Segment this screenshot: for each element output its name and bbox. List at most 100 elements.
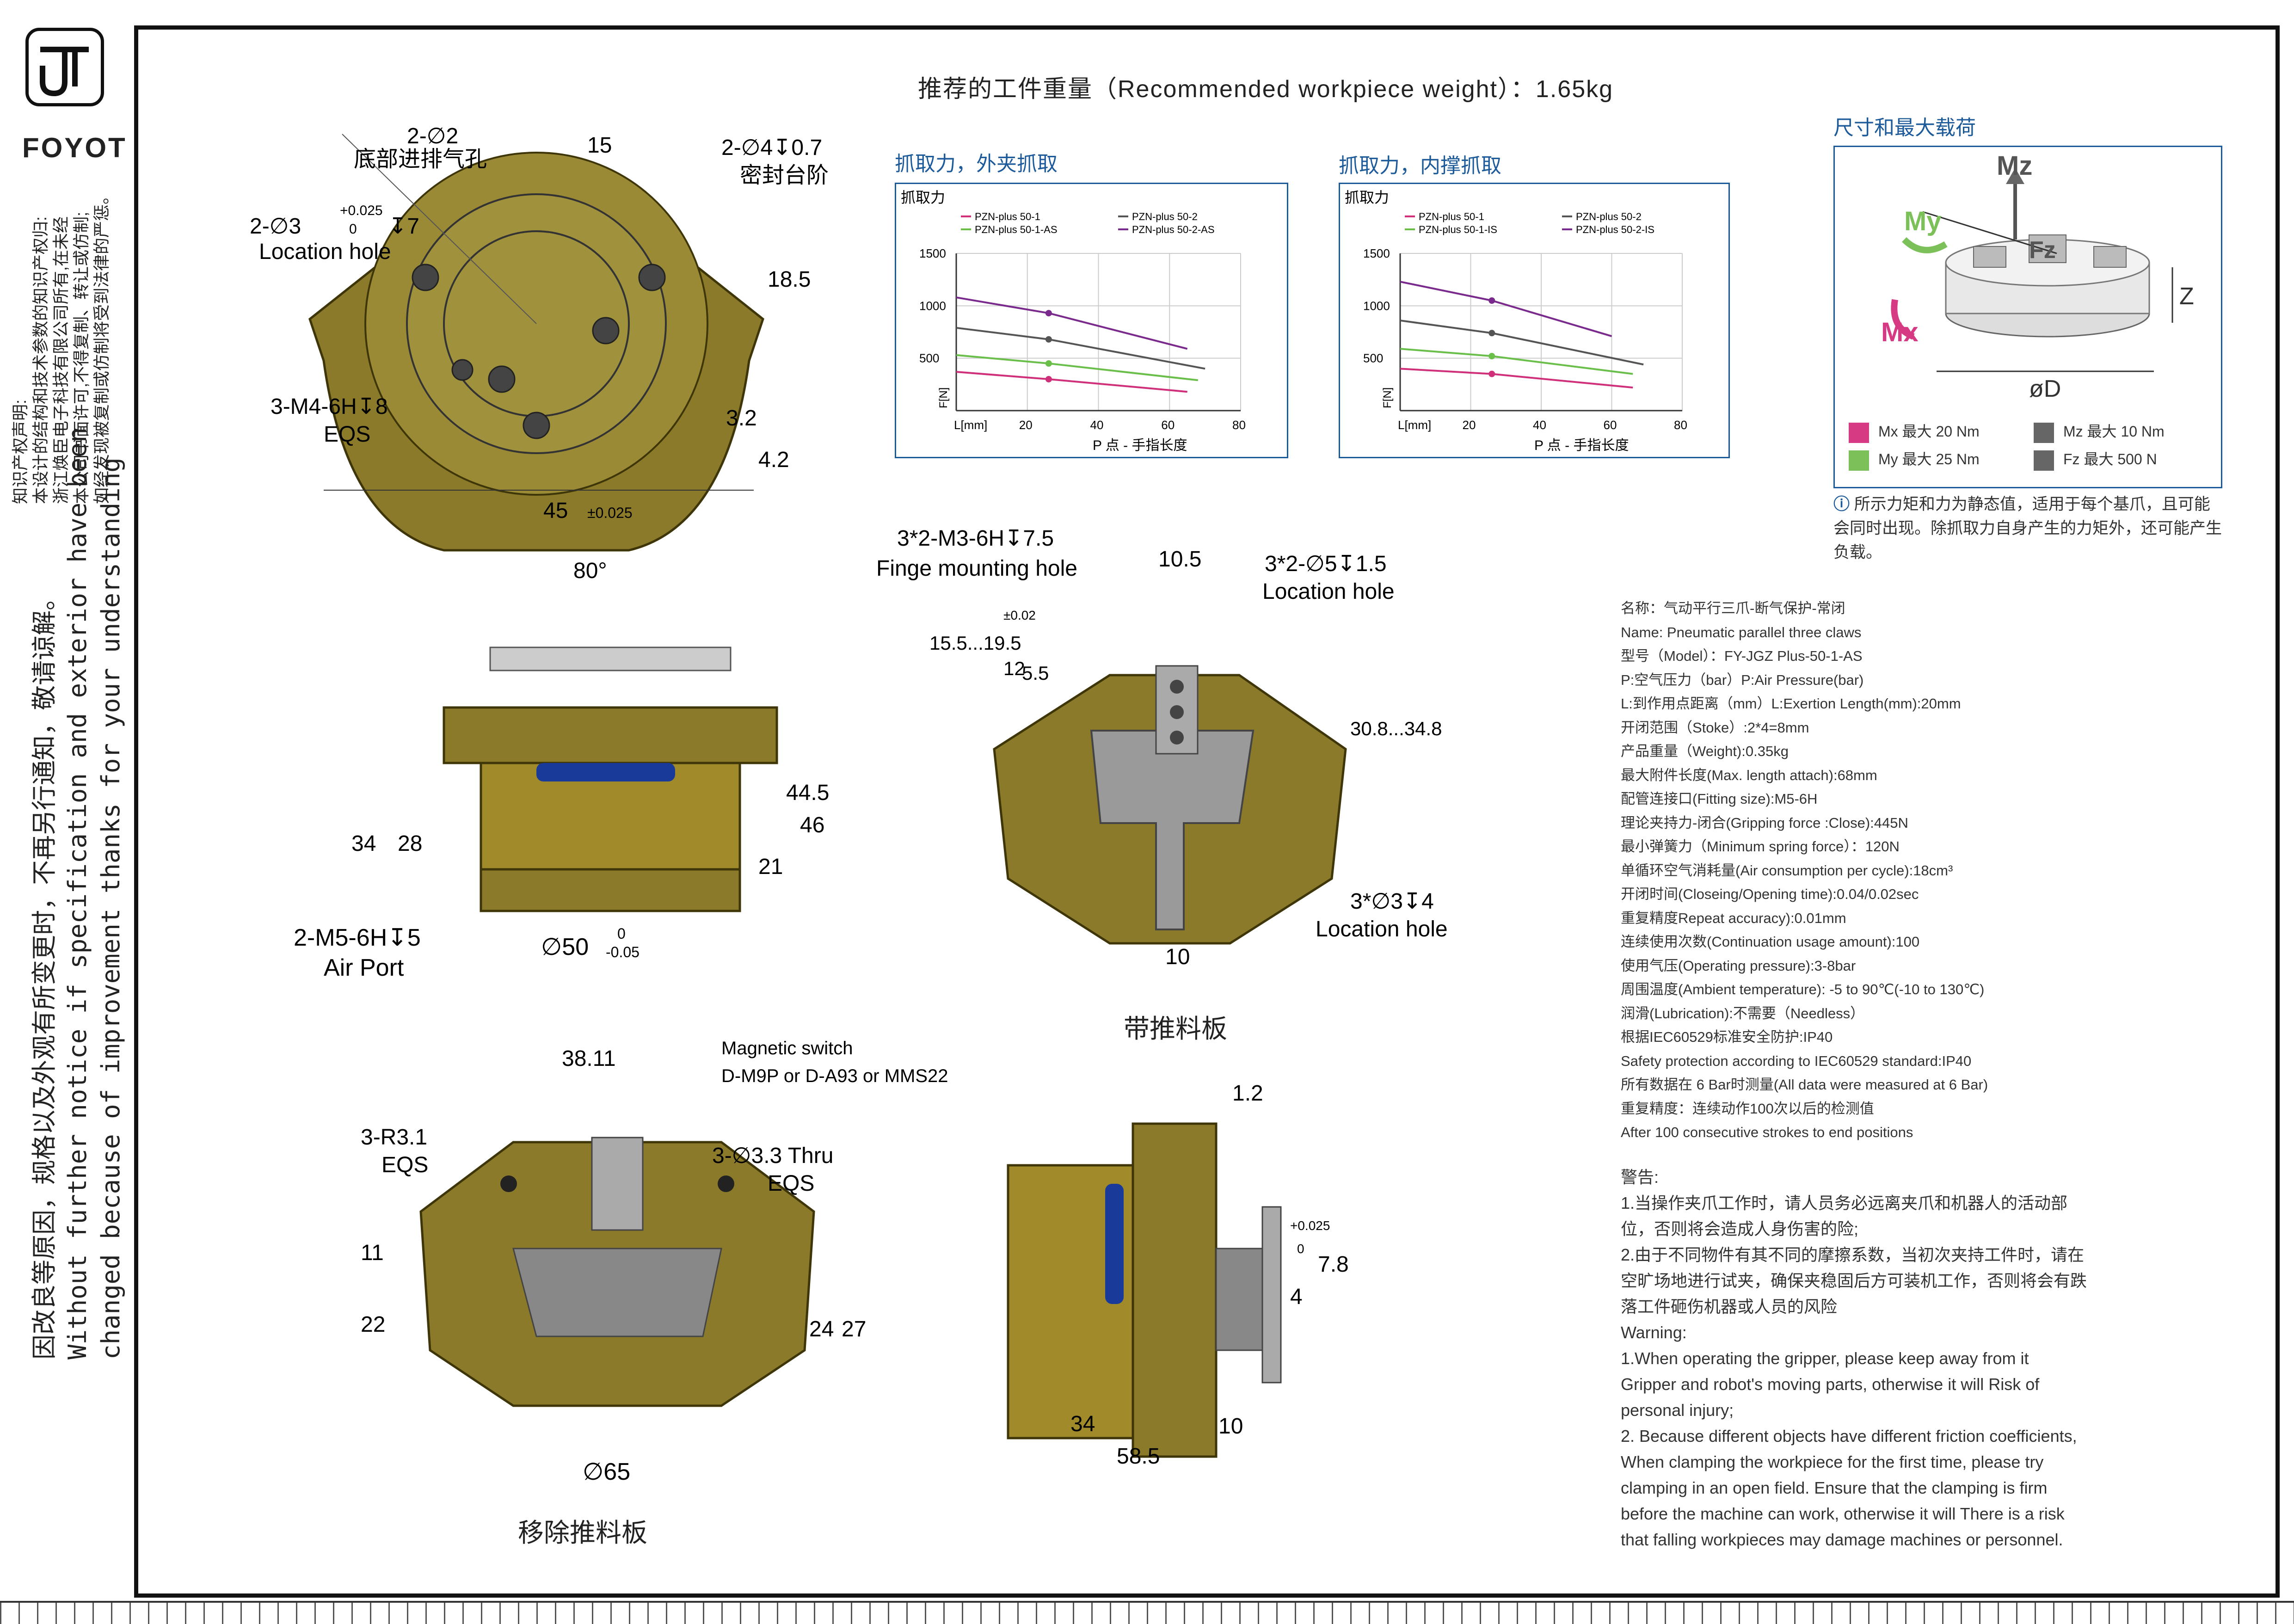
dim-label: 10 [1218,1414,1243,1439]
spec-line: 周围温度(Ambient temperature): -5 to 90℃(-10… [1621,981,1985,997]
x-unit-label: L[mm] [1398,418,1431,432]
legend-entry: PZN-plus 50-1 [1419,211,1484,222]
dim-label: Location hole [1262,579,1395,604]
y-tick-label: 1000 [1363,299,1390,313]
dim-label: 底部进排气孔 [354,147,487,172]
series-line [956,354,1198,381]
warning-line: 1.When operating the gripper, please kee… [1621,1349,2040,1420]
dim-label: 30.8...34.8 [1350,718,1442,739]
fz-label: Fz [2029,237,2056,264]
dim-label: 24 [809,1317,834,1341]
spec-line: 单循环空气消耗量(Air consumption per cycle):18cm… [1621,862,1953,879]
data-point [1488,353,1495,360]
dim-label: 0 [617,925,626,942]
dim-label: 34 [1070,1412,1095,1436]
dim-label: ±0.02 [1003,608,1036,622]
dim-label: 2-M5-6H↧5 [294,924,421,951]
foyot-logo-icon [25,28,104,106]
bottom-view-drawing: 38.11 Magnetic switch D-M9P or D-A93 or … [361,1038,948,1485]
data-point [1045,336,1052,343]
dim-label: ∅50 [541,934,589,960]
data-point [1045,360,1052,367]
dim-label: +0.025 [340,203,383,218]
x-tick-label: 40 [1090,418,1104,432]
legend-entry: PZN-plus 50-2 [1132,211,1198,222]
spec-line: 连续使用次数(Continuation usage amount):100 [1621,934,1920,950]
load-row-label: My 最大 25 Nm [1878,451,1980,468]
series-line [1400,368,1633,389]
dim-label: 15 [587,133,612,158]
dim-label: ±0.025 [587,504,633,521]
dim-label: 2-∅4↧0.7 [721,135,822,160]
notice-en: Without further notice if specification … [63,427,92,1359]
warning-line: 2. Because different objects have differ… [1621,1427,2077,1549]
spec-line: After 100 consecutive strokes to end pos… [1621,1124,1913,1140]
dim-label: 15.5...19.5 [929,632,1021,654]
loads-diagram: Mz My Mx Fz Z øD [1881,151,2194,402]
warning-line: 1.当操作夹爪工作时，请人员务必远离夹爪和机器人的活动部位，否则将会造成人身伤害… [1621,1193,2068,1238]
y-unit-label: F[N] [1381,388,1394,408]
x-tick-label: 80 [1674,418,1687,432]
dim-label: 27 [842,1317,866,1341]
dim-label: 2-∅3 [250,214,301,239]
dim-label: 4 [1290,1285,1303,1309]
dim-label: 58.5 [1117,1444,1160,1469]
x-unit-label: L[mm] [954,418,987,432]
dim-label: 80° [573,559,607,583]
series-line [1400,281,1612,337]
side-view-2-drawing: 1.2 +0.025 0 7.8 4 34 10 58.5 [1007,1081,1349,1469]
dim-label: Location hole [259,240,391,264]
spec-line: 型号（Model）：FY-JGZ Plus-50-1-AS [1621,648,1863,664]
x-tick-label: 20 [1019,418,1033,432]
spec-line: 最小弹簧力（Minimum spring force）：120N [1621,838,1900,855]
fz-swatch [2034,450,2054,471]
spec-line: 名称：气动平行三爪-断气保护-常闭 [1621,600,1845,616]
spec-line: 根据IEC60529标准安全防护:IP40 [1621,1029,1833,1045]
dim-label: EQS [324,422,370,447]
load-row-mx: Mx 最大 20 Nm [1849,420,1980,443]
drawing-frame [134,25,2280,1598]
dim-label: 5.5 [1022,662,1049,684]
spec-line: 开闭范围（Stoke）:2*4=8mm [1621,719,1809,736]
dim-label: +0.025 [1290,1218,1330,1233]
dim-label: 10.5 [1158,547,1201,572]
dim-label: D-M9P or D-A93 or MMS22 [721,1066,948,1086]
dim-label: 3-M4-6H↧8 [271,394,388,419]
chart-xlabel: P 点 - 手指长度 [1093,438,1187,453]
y-tick-label: 500 [1363,351,1383,365]
mz-swatch [2034,422,2054,443]
side-view-drawing: 34 28 44.5 46 21 2-M5-6H↧5 Air Port ∅50 … [294,646,829,981]
spec-line: 润滑(Lubrication):不需要（Needless） [1621,1005,1865,1021]
spec-line: P:空气压力（bar）P:Air Pressure(bar) [1621,671,1864,688]
dim-label: 4.2 [758,448,789,472]
od-label: øD [2029,375,2061,402]
warning-line: 2.由于不同物件有其不同的摩擦系数，当初次夹持工件时，请在空旷场地进行试夹，确保… [1621,1245,2087,1316]
brand-name: FOYOT [22,132,127,163]
dim-label: 28 [398,831,422,856]
loads-panel: Mz My Mx Fz Z øD Mx 最大 20 Nm Mz 最大 10 Nm… [1833,146,2222,488]
warning-list: 警告: 1.当操作夹爪工作时，请人员务必远离夹爪和机器人的活动部位，否则将会造成人… [1621,1164,2088,1553]
dim-label: 11 [361,1241,384,1265]
y-tick-label: 1000 [919,299,946,313]
dim-label: ↧7 [388,214,419,239]
dim-label: Location hole [1316,917,1448,941]
dim-label: 45 [543,498,568,523]
dim-label: ∅65 [583,1458,630,1485]
load-row-label: Mz 最大 10 Nm [2063,423,2165,440]
warning-line: 警告: [1621,1168,1659,1187]
y-tick-label: 1500 [919,246,946,260]
chart-xlabel: P 点 - 手指长度 [1534,438,1629,453]
load-row-label: Mx 最大 20 Nm [1878,423,1980,440]
y-tick-label: 1500 [1363,246,1390,260]
x-tick-label: 60 [1604,418,1617,432]
warning-line: Warning: [1621,1323,1687,1342]
spec-line: 理论夹持力-闭合(Gripping force :Close):445N [1621,814,1908,831]
dim-label: 3*2-M3-6H↧7.5 [897,526,1054,551]
data-point [1488,330,1495,337]
dim-label: 46 [800,813,824,837]
bottom-ruler [0,1601,2294,1624]
legend-entry: PZN-plus 50-1-AS [975,224,1058,235]
